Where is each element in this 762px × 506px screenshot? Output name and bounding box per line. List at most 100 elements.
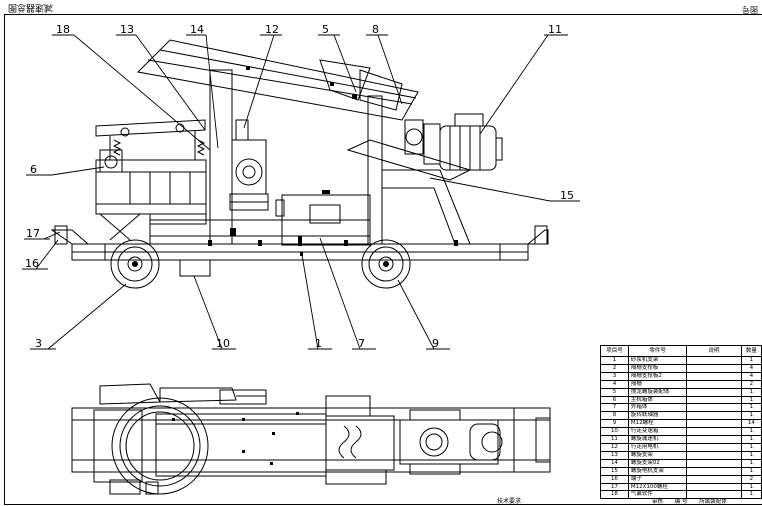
callout-3: 3 <box>35 337 42 350</box>
callout-12: 12 <box>265 23 279 36</box>
bom-cell-no: 9 <box>600 419 629 429</box>
bom-cell-qty: 1 <box>740 450 762 460</box>
wheel-right <box>361 239 411 289</box>
bom-cell-desc <box>686 395 742 405</box>
bom-cell-name: 端子 <box>627 474 688 484</box>
plan-view <box>71 383 551 495</box>
bom-cell-desc <box>686 442 742 452</box>
bom-footer-number: 编 号 <box>674 499 688 505</box>
callout-10: 10 <box>216 337 230 350</box>
bom-cell-name: 搅龙螺旋装配体 <box>627 387 688 397</box>
bom-cell-qty: 1 <box>740 482 762 492</box>
bom-cell-no: 3 <box>600 371 629 381</box>
bom-cell-name: M12螺栓 <box>627 419 688 429</box>
technical-note: 技术要求 <box>497 498 522 505</box>
bom-col-desc: 说明 <box>686 345 742 357</box>
bom-footer-assembly: 所属装配体 <box>699 499 727 505</box>
bom-footer: 审核 编 号 所属装配体 <box>652 497 737 505</box>
bom-cell-no: 2 <box>600 363 629 373</box>
bom-cell-no: 10 <box>600 427 629 437</box>
bom-cell-name: 行走变速箱 <box>627 427 688 437</box>
bom-cell-qty: 2 <box>740 474 762 484</box>
callout-18: 18 <box>56 23 70 36</box>
bom-cell-no: 14 <box>600 458 629 468</box>
bom-cell-desc <box>686 379 742 389</box>
bom-cell-qty: 14 <box>740 419 762 429</box>
callout-1: 1 <box>315 337 322 350</box>
bom-cell-qty: 1 <box>740 490 762 500</box>
bom-cell-desc <box>686 482 742 492</box>
wheel-left <box>110 239 160 289</box>
bom-cell-qty: 1 <box>740 442 762 452</box>
bom-cell-qty: 1 <box>740 466 762 476</box>
bom-col-item: 项目号 <box>600 345 629 357</box>
bom-cell-desc <box>686 411 742 421</box>
bom-cell-desc <box>686 474 742 484</box>
bom-cell-qty: 2 <box>740 379 762 389</box>
bom-cell-no: 1 <box>600 356 629 365</box>
title-mirrored-right: 图号 <box>742 5 758 14</box>
drawing-border <box>4 14 762 505</box>
bom-cell-qty: 1 <box>740 395 762 405</box>
bom-cell-desc <box>686 427 742 437</box>
bom-cell-name: 螺旋减速机 <box>627 435 688 444</box>
bom-cell-name: M12X100螺栓 <box>627 482 688 492</box>
bom-cell-no: 15 <box>600 466 629 476</box>
leader-lines <box>22 34 580 350</box>
callout-7: 7 <box>358 337 365 350</box>
bom-cell-name: 隔栅 <box>627 379 688 389</box>
bom-cell-qty: 1 <box>740 403 762 413</box>
bom-cell-desc <box>686 356 742 365</box>
bom-cell-desc <box>686 450 742 460</box>
bom-cell-no: 12 <box>600 442 629 452</box>
bom-cell-qty: 1 <box>740 427 762 437</box>
bom-header-row: 项目号 零件号 说明 数量 <box>600 345 762 357</box>
bom-cell-qty: 1 <box>740 411 762 421</box>
bom-cell-qty: 4 <box>740 363 762 373</box>
callout-6: 6 <box>30 163 37 176</box>
bom-cell-name: 气囊软件 <box>627 490 688 500</box>
bom-cell-name: 主机箱体 <box>627 395 688 405</box>
bom-cell-desc <box>686 363 742 373</box>
bom-cell-desc <box>686 435 742 444</box>
callout-15: 15 <box>560 189 574 202</box>
bom-cell-desc <box>686 466 742 476</box>
callout-labels: 18 13 14 12 5 8 11 6 15 17 16 3 10 1 7 9 <box>25 23 574 350</box>
callout-13: 13 <box>120 23 134 36</box>
title-mirrored-left: 减速器总图 <box>8 2 54 12</box>
side-view <box>50 39 549 289</box>
bom-cell-qty: 1 <box>740 458 762 468</box>
bom-cell-no: 8 <box>600 411 629 421</box>
bom-cell-qty: 1 <box>740 435 762 444</box>
callout-11: 11 <box>548 23 562 36</box>
bom-cell-no: 6 <box>600 395 629 405</box>
bom-cell-desc <box>686 371 742 381</box>
bom-col-part: 零件号 <box>627 345 688 357</box>
callout-17: 17 <box>26 227 40 240</box>
bom-cell-no: 18 <box>600 490 629 500</box>
bom-cell-name: 砂浆机支架 <box>627 356 688 365</box>
bom-cell-name: 隔栅支撑板 <box>627 363 688 373</box>
bom-cell-name: 螺旋电机支架 <box>627 466 688 476</box>
bom-cell-desc <box>686 458 742 468</box>
bom-cell-no: 7 <box>600 403 629 413</box>
callout-5: 5 <box>322 23 329 36</box>
bom-cell-qty: 4 <box>740 371 762 381</box>
bom-cell-name: 螺旋支架 <box>627 450 688 460</box>
bom-cell-name: 螺旋支架02 <box>627 458 688 468</box>
